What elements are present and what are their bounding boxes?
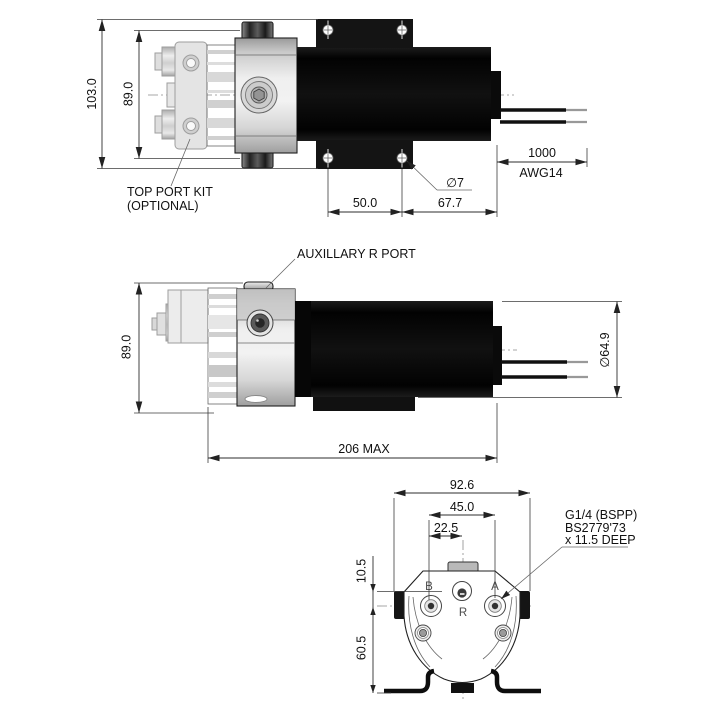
side-boss-right: [518, 591, 530, 619]
bolt-left: [414, 624, 432, 642]
aux-port-label: AUXILLARY R PORT: [297, 247, 416, 261]
view-side: 89.0 ∅64.9 206 MAX AUXILLARY R PORT: [120, 247, 622, 463]
mount-hole: [322, 152, 334, 164]
port-a: [484, 595, 506, 617]
dim-89-top-label: 89.0: [122, 82, 136, 106]
view-top: 103.0 89.0 TOP PORT KIT (OPTIONAL) ∅7: [85, 19, 588, 217]
dim-89-side-label: 89.0: [120, 335, 134, 359]
lead-gauge-label: AWG14: [519, 166, 562, 180]
dim-50-label: 50.0: [353, 196, 377, 210]
view-end: B A R 92.6 45.0 22.5: [355, 478, 637, 702]
dim-vertical-offsets: 10.5 60.5: [355, 556, 442, 694]
dim-67-label: 67.7: [438, 196, 462, 210]
dim-overall-height: 103.0: [85, 19, 318, 169]
foot-pad: [451, 683, 474, 693]
motor-side-view: [295, 301, 588, 411]
dim-overall-width: 92.6: [393, 478, 531, 591]
motor-foot-strip: [313, 397, 415, 411]
dim-overall-length: 206 MAX: [207, 403, 498, 463]
dim-45-label: 45.0: [450, 500, 474, 514]
port-r-label: R: [459, 607, 467, 619]
side-boss-left: [394, 591, 406, 619]
dim-pump-height-side: 89.0: [120, 282, 243, 414]
mount-hole: [322, 24, 334, 36]
port-spec-line3: x 11.5 DEEP: [565, 533, 636, 547]
motor-top-view: [297, 47, 587, 141]
dim-motor-dia: ∅64.9: [418, 301, 622, 398]
dim-103-label: 103.0: [85, 78, 99, 109]
dim-lead-length: 1000 AWG14: [497, 146, 588, 180]
top-port-kit-line1: TOP PORT KIT: [127, 185, 213, 199]
dim-hole-pitch: 50.0 67.7: [327, 145, 498, 217]
dim-206-label: 206 MAX: [338, 442, 390, 456]
pump-head-side-view: [151, 281, 296, 407]
dim-22-label: 22.5: [434, 521, 458, 535]
mount-hole: [396, 24, 408, 36]
bolt-right: [494, 624, 512, 642]
dim-1000-label: 1000: [528, 146, 556, 160]
dim-pump-height-top: 89.0: [122, 30, 240, 159]
dim-mount-hole-dia: ∅7: [406, 160, 472, 191]
dim-92-label: 92.6: [450, 478, 474, 492]
dim-port-half-pitch: 22.5: [429, 521, 462, 540]
hex-socket: [253, 88, 265, 102]
port-b: [420, 595, 442, 617]
pump-end-view: B A R: [384, 561, 541, 694]
dim-64-label: ∅64.9: [598, 332, 612, 367]
port-spec-line2: BS2779'73: [565, 521, 626, 535]
dim-hole-dia-label: ∅7: [446, 176, 464, 190]
dim-60-label: 60.5: [355, 636, 369, 660]
mounting-feet-end-view: [384, 668, 541, 694]
port-r-top: [452, 581, 472, 601]
dim-port-pitch: 45.0: [428, 500, 496, 600]
pump-head-top-view: [154, 21, 298, 169]
port-spec-line1: G1/4 (BSPP): [565, 508, 637, 522]
dim-10-label: 10.5: [355, 559, 369, 583]
label-aux-port: AUXILLARY R PORT: [265, 247, 416, 289]
mounting-bracket-top-view: [316, 19, 413, 169]
top-port-kit-line2: (OPTIONAL): [127, 199, 199, 213]
label-port-spec: G1/4 (BSPP) BS2779'73 x 11.5 DEEP: [500, 508, 637, 600]
mount-hole: [396, 152, 408, 164]
label-top-port-kit: TOP PORT KIT (OPTIONAL): [127, 138, 213, 213]
